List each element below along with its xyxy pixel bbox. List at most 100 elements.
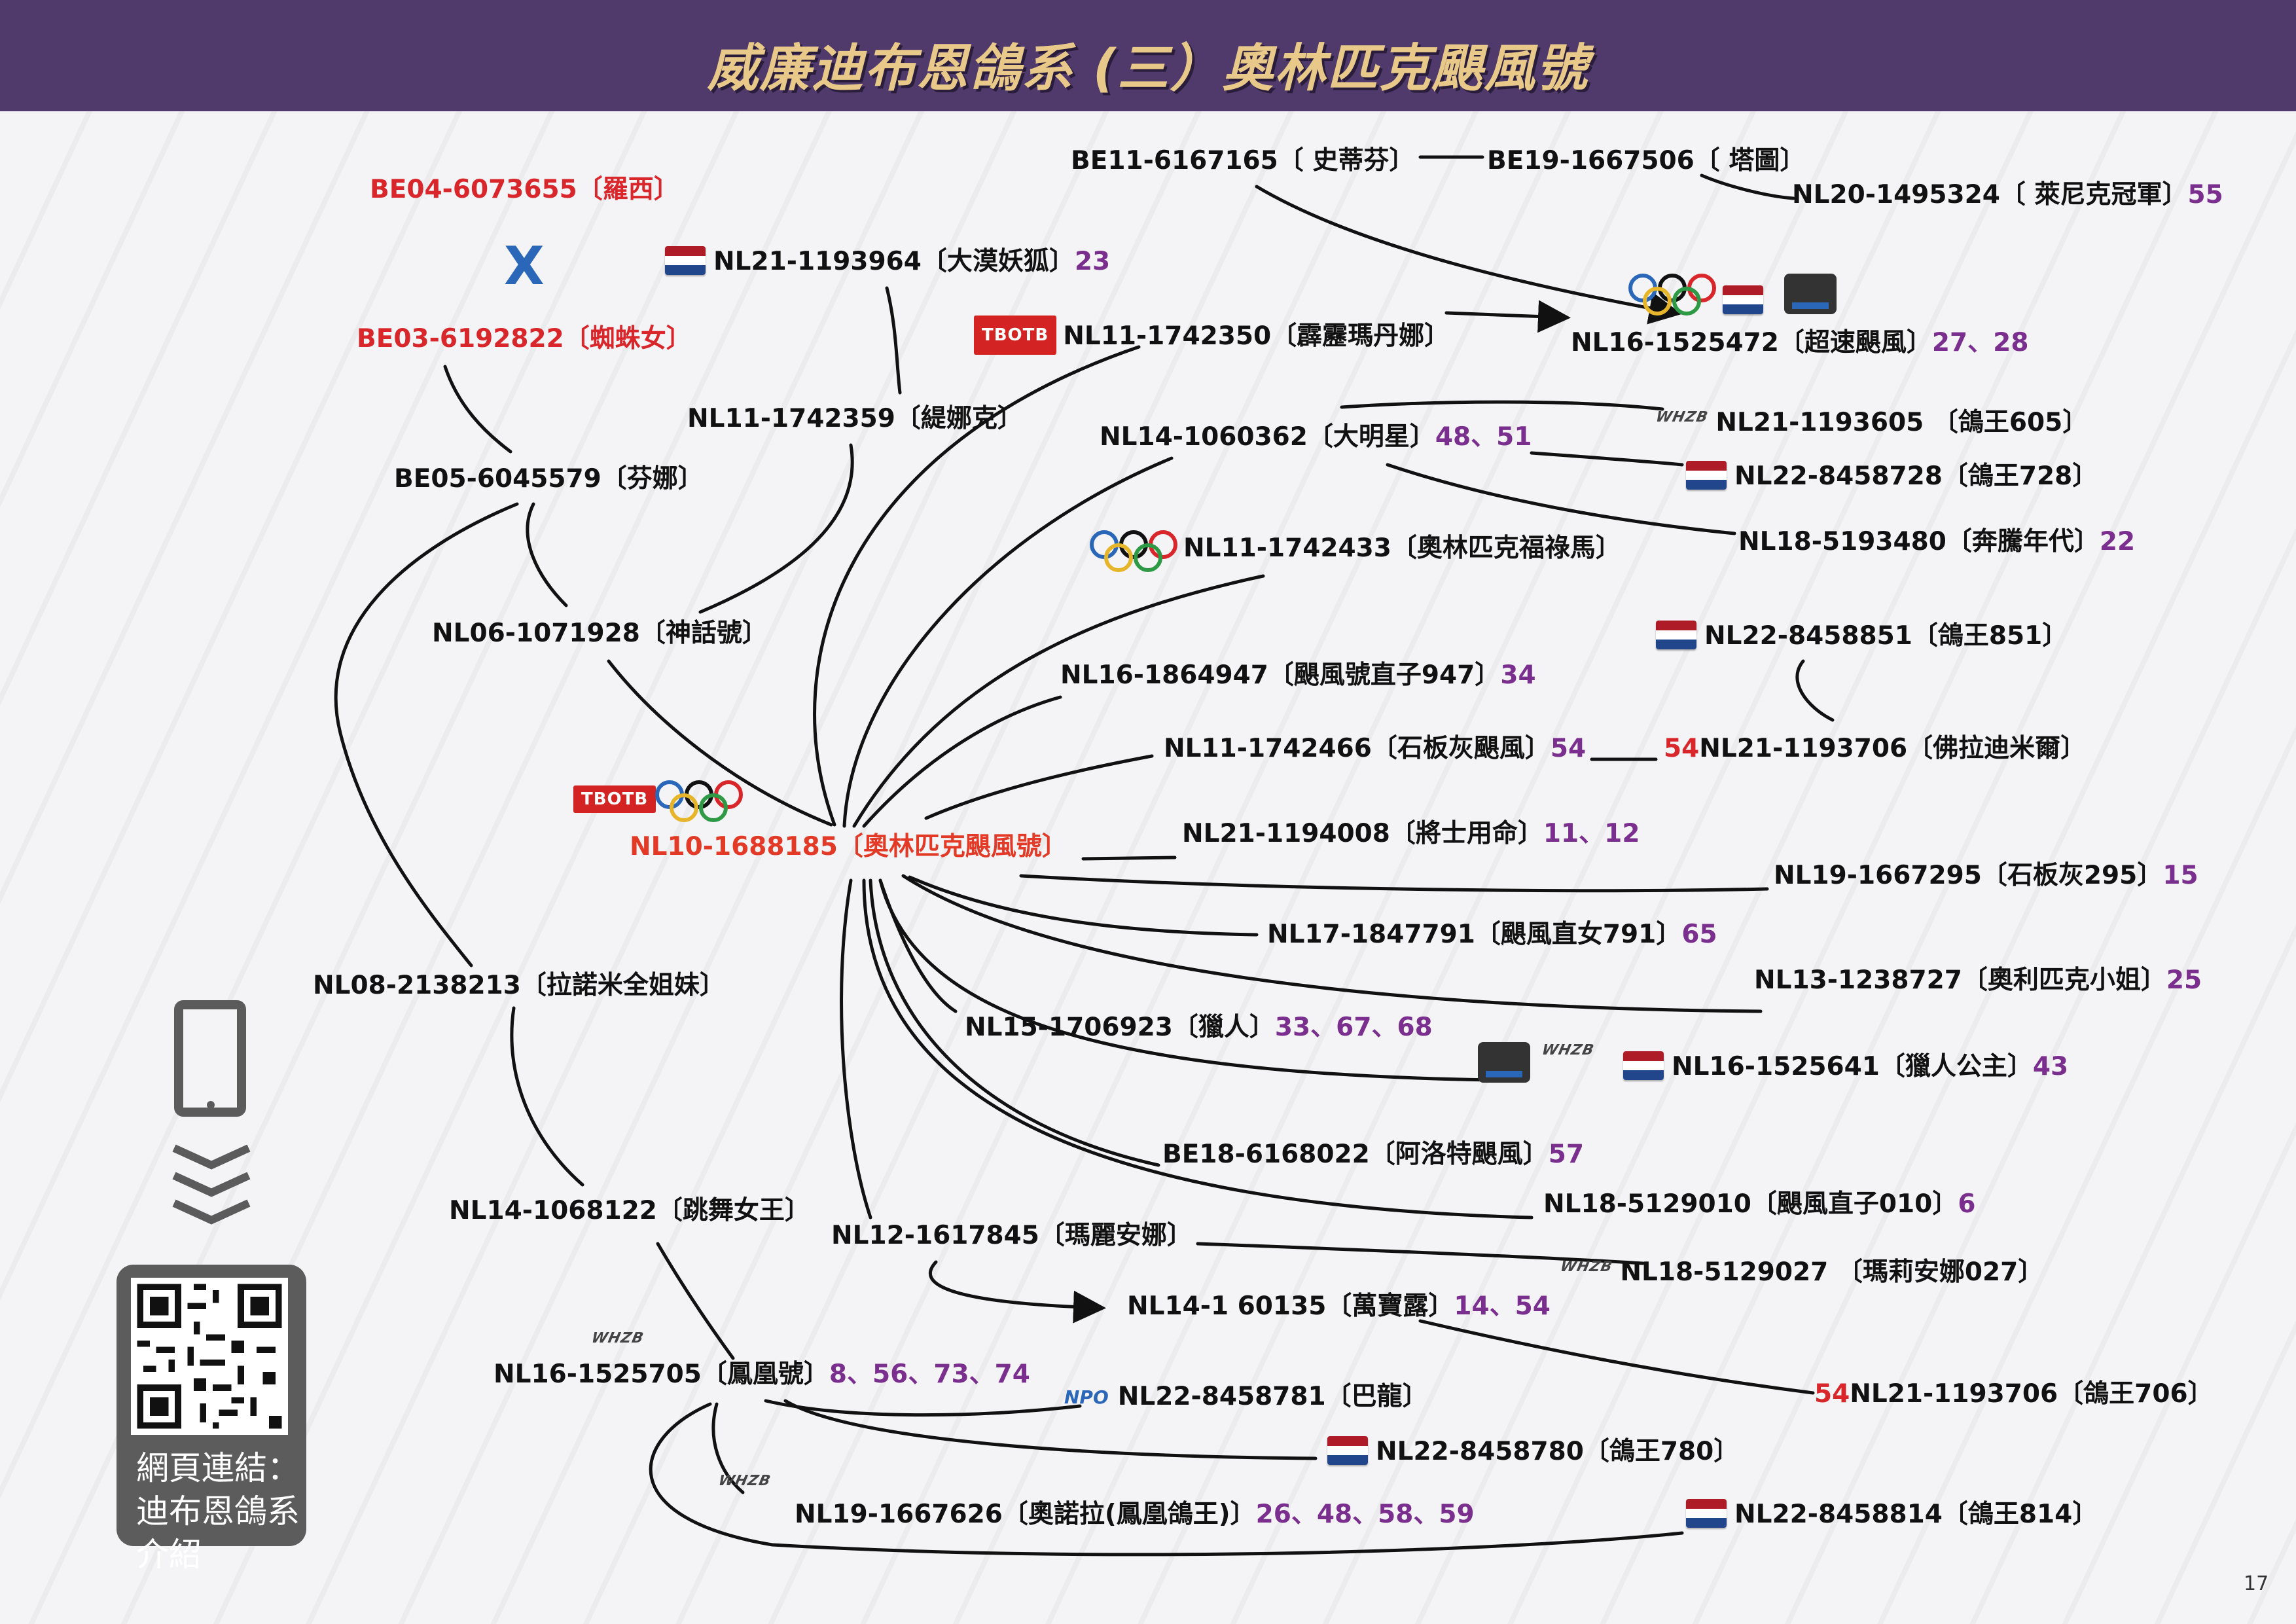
- link-nl14a-nl22a: [1530, 451, 1684, 467]
- node-nl11c: NL11-1742433〔奧林匹克福祿馬〕: [1183, 533, 1621, 563]
- node-nl19a: NL19-1667295〔石板灰295〕15: [1774, 861, 2198, 890]
- node-nl20: NL20-1495324〔 萊尼克冠軍〕55: [1792, 180, 2223, 209]
- netherlands-flag-icon: [1327, 1436, 1368, 1465]
- node-nl17: NL17-1847791〔颶風直女791〕65: [1267, 920, 1717, 949]
- qr-code-icon[interactable]: [131, 1278, 288, 1435]
- node-nl21c: 54NL21-1193706〔佛拉迪米爾〕: [1664, 734, 2087, 763]
- node-nl14b: NL14-1068122〔跳舞女王〕: [449, 1196, 810, 1225]
- link-be05-nl08: [334, 502, 519, 967]
- header-bar: 威廉迪布恩鴿系 (三）奧林匹克颶風號: [0, 0, 2296, 111]
- link-nl16d-nl22d: [783, 1399, 1318, 1460]
- link-nl14c-nl21e: [1418, 1319, 1815, 1395]
- whzb-logo: WHZB: [590, 1330, 646, 1346]
- link-focus-nl19a: [1019, 874, 1769, 893]
- chevron-down-icon: [172, 1172, 251, 1197]
- link-nl11b-nl06: [698, 443, 854, 614]
- node-nl16b: NL16-1864947〔颶風號直子947〕34: [1060, 660, 1536, 690]
- link-focus-nl14a: [842, 456, 1174, 828]
- node-be18: BE18-6168022〔阿洛特颶風〕57: [1162, 1140, 1585, 1169]
- page-number: 17: [2244, 1572, 2269, 1595]
- link-nl14a-nl21b: [1340, 400, 1664, 411]
- node-be05: BE05-6045579〔芬娜〕: [394, 464, 704, 494]
- qr-caption-line-1: 網頁連結：: [136, 1449, 300, 1487]
- node-nl11b: NL11-1742359〔緹娜克〕: [687, 404, 1023, 433]
- phone-icon: [174, 1000, 246, 1117]
- link-focus-nl16b: [862, 695, 1062, 828]
- node-nl19b: NL19-1667626〔奧諾拉(鳳凰鴿王)〕26、48、58、59: [795, 1500, 1475, 1529]
- link-nl21a-nl11b: [885, 286, 902, 395]
- link-nl16d-nl22c: [764, 1399, 1082, 1417]
- link-focus-nl11c: [852, 574, 1265, 828]
- link-be05-nl06: [526, 502, 568, 607]
- qr-caption-line-2: 迪布恩鴿系介紹: [136, 1492, 300, 1574]
- node-nl18a: NL18-5193480〔奔騰年代〕22: [1738, 527, 2136, 556]
- link-nl06-focus: [607, 659, 833, 827]
- link-be11-nl16a: [1255, 185, 1682, 325]
- cross-mark: X: [504, 236, 545, 297]
- link-nl14a-nl18a: [1386, 463, 1736, 535]
- node-nl21a: NL21-1193964〔大漠妖狐〕23: [665, 246, 1110, 278]
- link-focus-nl11d: [924, 754, 1154, 820]
- link-focus-nl16c: [878, 878, 1494, 1082]
- link-be03-be05: [443, 365, 512, 454]
- node-nl13: NL13-1238727〔奧利匹克小姐〕25: [1754, 965, 2202, 995]
- page-title: 威廉迪布恩鴿系 (三）奧林匹克颶風號: [707, 39, 1589, 98]
- link-nl16d-nl19b: [711, 1402, 745, 1494]
- node-nl15: NL15-1706923〔獵人〕33、67、68: [965, 1013, 1433, 1042]
- node-be04: BE04-6073655〔羅西〕: [370, 175, 679, 204]
- tbotb-badge: TBOTB: [974, 316, 1057, 355]
- netherlands-flag-icon: [1656, 621, 1696, 649]
- link-nl08-nl14b: [510, 1006, 584, 1187]
- node-nl22e: NL22-8458814〔鴿王814〕: [1686, 1499, 2098, 1530]
- link-focus-be18: [869, 878, 1160, 1167]
- whzb-logo: WHZB: [1654, 409, 1710, 425]
- node-be19: BE19-1667506〔 塔圖〕: [1487, 146, 1806, 175]
- link-nl14b-nl16d: [656, 1242, 735, 1360]
- node-nl14c: NL14-1 60135〔萬寶露〕14、54: [1127, 1291, 1551, 1321]
- node-nl16d: NL16-1525705〔鳳凰號〕8、56、73、74: [493, 1360, 1030, 1389]
- link-be19-nl20: [1700, 173, 1795, 200]
- node-nl11d: NL11-1742466〔石板灰颶風〕54: [1164, 734, 1587, 763]
- netherlands-flag-icon: [1623, 1051, 1664, 1080]
- whzb-logo: WHZB: [1558, 1259, 1615, 1275]
- whzb-logo: WHZB: [1540, 1042, 1596, 1058]
- fci-logo-icon: [1784, 274, 1837, 314]
- node-nl22b: NL22-8458851〔鴿王851〕: [1656, 621, 2068, 652]
- node-nl22d: NL22-8458780〔鴿王780〕: [1327, 1436, 1739, 1468]
- link-focus-nl12: [840, 878, 872, 1219]
- link-focus-nl21d: [1081, 856, 1177, 861]
- node-nl16c: NL16-1525641〔獵人公主〕43: [1623, 1051, 2068, 1083]
- link-focus-nl17: [908, 875, 1259, 937]
- link-nl12-nl14c: [929, 1260, 1106, 1324]
- node-nl18b: NL18-5129010〔颶風直子010〕6: [1543, 1189, 1976, 1219]
- link-nl16d-nl22e: [649, 1402, 1684, 1557]
- node-be03: BE03-6192822〔蜘蛛女〕: [357, 324, 692, 353]
- fci-logo-icon: [1478, 1042, 1530, 1083]
- chevron-down-icon: [172, 1199, 251, 1225]
- qr-caption[interactable]: 網頁連結： 迪布恩鴿系介紹: [136, 1447, 306, 1576]
- npo-logo: NPO: [1064, 1386, 1109, 1408]
- olympic-rings-icon: [655, 780, 743, 822]
- olympic-rings-icon: [1090, 530, 1177, 572]
- whzb-logo: WHZB: [717, 1473, 773, 1489]
- node-nl06: NL06-1071928〔神話號〕: [432, 619, 768, 648]
- link-nl22b-nl21c: [1795, 659, 1835, 722]
- node-nl14a: NL14-1060362〔大明星〕48、51: [1100, 422, 1532, 452]
- node-be11: BE11-6167165〔 史蒂芬〕: [1071, 146, 1415, 175]
- node-nl22a: NL22-8458728〔鴿王728〕: [1686, 461, 2098, 492]
- link-focus-nl11a: [813, 345, 1141, 827]
- netherlands-flag-icon: [1686, 461, 1727, 490]
- node-nl21d: NL21-1194008〔將士用命〕11、12: [1182, 819, 1640, 848]
- olympic-rings-icon: [1628, 274, 1716, 316]
- node-nl08: NL08-2138213〔拉諾米全姐妹〕: [313, 971, 725, 1000]
- node-nl16a: NL16-1525472〔超速颶風〕27、28: [1571, 328, 2029, 357]
- link-focus-nl18b: [862, 878, 1534, 1219]
- node-nl12: NL12-1617845〔瑪麗安娜〕: [831, 1221, 1193, 1250]
- node-focus: NL10-1688185〔奧林匹克颶風號〕: [630, 832, 1067, 861]
- node-nl21e: 54NL21-1193706〔鴿王706〕: [1814, 1379, 2214, 1409]
